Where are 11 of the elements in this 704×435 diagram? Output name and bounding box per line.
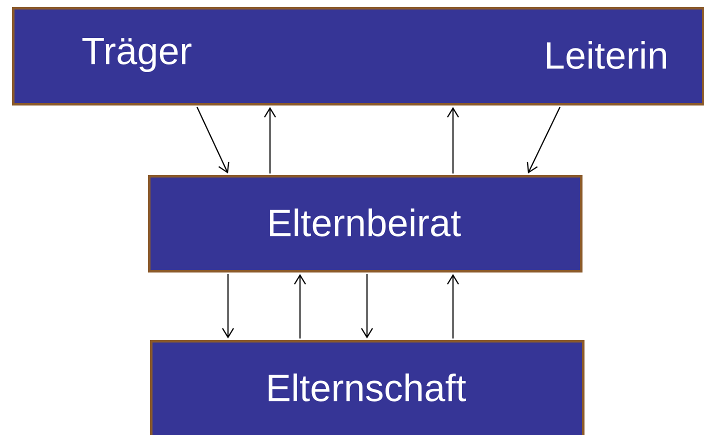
- arrow: [222, 274, 234, 338]
- arrow: [446, 274, 460, 338]
- arrow: [361, 274, 374, 338]
- org-box: Elternschaft: [150, 340, 584, 435]
- arrow: [196, 106, 230, 174]
- arrow: [446, 106, 460, 174]
- arrow: [294, 274, 306, 338]
- org-box: Elternbeirat: [148, 174, 582, 272]
- arrow: [526, 106, 561, 174]
- org-box: Träger Leiterin: [12, 7, 704, 106]
- arrow: [264, 106, 276, 174]
